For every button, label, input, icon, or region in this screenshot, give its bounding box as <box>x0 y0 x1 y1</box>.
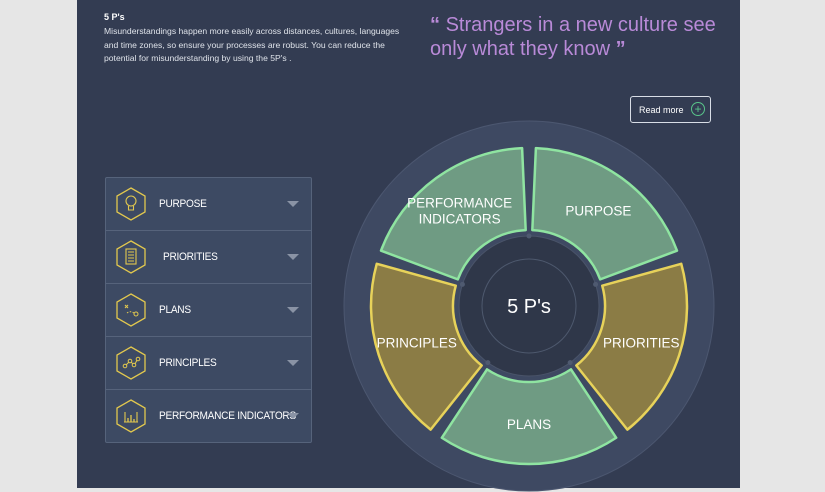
accordion-item-priorities[interactable]: PRIORITIES <box>106 231 311 284</box>
wheel-hub-dot <box>593 281 599 287</box>
chevron-down-icon <box>287 413 299 419</box>
accordion-item-principles[interactable]: PRINCIPLES <box>106 337 311 390</box>
bar-gauge-icon <box>116 399 146 433</box>
wheel-segment-label: PLANS <box>507 417 551 432</box>
accordion-item-plans[interactable]: PLANS <box>106 284 311 337</box>
wheel-segment-label-line: INDICATORS <box>419 212 501 227</box>
wheel-segment-label-line: PRIORITIES <box>603 335 680 350</box>
five-ps-wheel: PURPOSE PRIORITIES PLANS PRINCIPLES PERFORMA… <box>343 120 715 492</box>
accordion-label: PRINCIPLES <box>159 357 217 369</box>
wheel-hub-inner <box>481 258 577 354</box>
wheel-hub-dot <box>526 233 532 239</box>
wheel-segments: PURPOSE PRIORITIES PLANS PRINCIPLES PERFORMA… <box>369 146 689 466</box>
wheel-segment-label-line: PLANS <box>507 417 551 432</box>
wheel-segment-label-line: PURPOSE <box>565 204 631 219</box>
accordion-label: PURPOSE <box>159 198 207 210</box>
wheel-hub-dot <box>459 281 465 287</box>
wheel-segment[interactable] <box>379 146 527 281</box>
wheel-segment-label: PRIORITIES <box>603 335 680 350</box>
read-more-label: Read more <box>639 104 684 115</box>
accordion-item-purpose[interactable]: PURPOSE <box>106 178 311 231</box>
quote-open-mark: “ <box>430 14 440 36</box>
lightbulb-icon <box>116 187 146 221</box>
chevron-down-icon <box>287 307 299 313</box>
quote: “ Strangers in a new culture see only wh… <box>430 13 730 61</box>
quote-close-mark: ” <box>615 38 626 60</box>
plus-circle-icon: + <box>691 102 705 116</box>
chevron-down-icon <box>287 254 299 260</box>
accordion-label: PRIORITIES <box>163 251 218 263</box>
wheel-center-label: 5 P's <box>507 296 551 318</box>
wheel-segment-label: PURPOSE <box>565 204 631 219</box>
route-plan-icon <box>116 293 146 327</box>
chevron-down-icon <box>287 201 299 207</box>
wheel-segment-label: PRINCIPLES <box>377 335 457 350</box>
wheel-segment[interactable] <box>531 146 679 281</box>
wheel-segment-label-line: PRINCIPLES <box>377 335 457 350</box>
intro-title: 5 P's <box>104 12 125 22</box>
wheel-hub-dot <box>485 360 491 366</box>
wheel-hub-dot <box>567 360 573 366</box>
chevron-down-icon <box>287 360 299 366</box>
accordion-label: PLANS <box>159 304 191 316</box>
connected-nodes-icon <box>116 346 146 380</box>
wheel-segment[interactable] <box>575 262 689 431</box>
quote-text: Strangers in a new culture see only what… <box>430 14 716 60</box>
accordion-label: PERFORMANCE INDICATORS <box>159 410 296 422</box>
wheel-segment[interactable] <box>369 262 483 431</box>
document-list-icon <box>116 240 146 274</box>
intro-text: Misunderstandings happen more easily acr… <box>104 26 400 63</box>
five-ps-accordion: PURPOSE PRIORITIES PLANS PRINCIPLE <box>105 177 312 443</box>
wheel-segment-label-line: PERFORMANCE <box>407 196 512 211</box>
accordion-item-performance-indicators[interactable]: PERFORMANCE INDICATORS <box>106 390 311 443</box>
wheel-segment[interactable] <box>440 368 618 466</box>
wheel-hub-dots <box>459 233 599 366</box>
read-more-button[interactable]: Read more + <box>630 96 711 123</box>
